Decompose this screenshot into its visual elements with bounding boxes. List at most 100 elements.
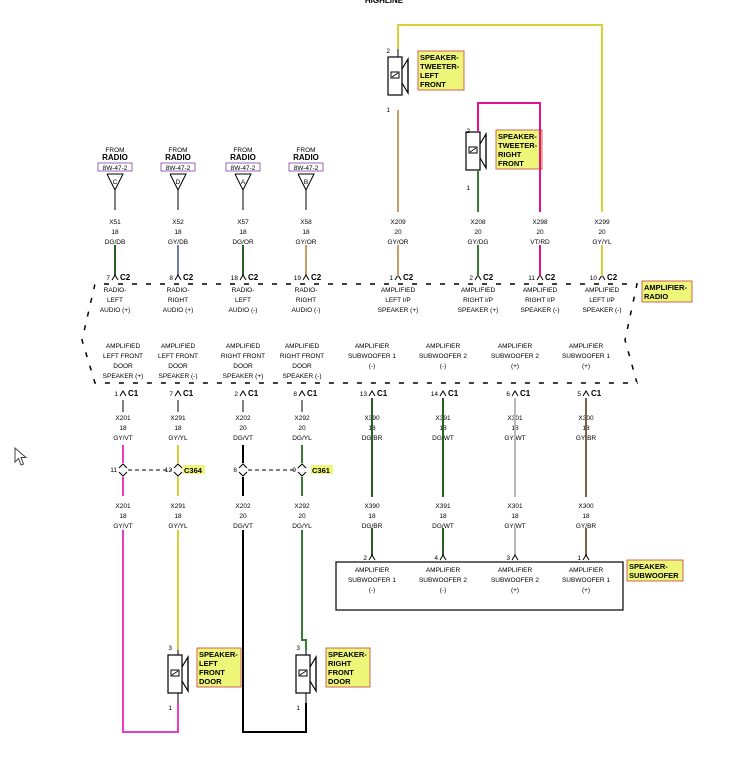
- amp-c1-pin-text: SUBWOOFER 2: [419, 353, 467, 360]
- c2-connector-conn: C2: [120, 273, 131, 282]
- door-right-label-text: RIGHT: [328, 659, 352, 668]
- radio-ref-label: 8W-47-2: [294, 165, 319, 172]
- amp-c2-pin-text: AUDIO (-): [292, 307, 321, 314]
- amplifier-label-box: [641, 280, 693, 303]
- c2-connector-cavity: 1: [389, 275, 393, 282]
- sub-lower-wire-info-text: DG/WT: [432, 523, 454, 530]
- amp-c2-pin-text: AUDIO (-): [229, 307, 258, 314]
- tweeter-right-label-box: [495, 129, 543, 170]
- door-speaker-left-icon-coil-mark: [171, 670, 179, 676]
- c361-chev-down: [238, 471, 248, 477]
- c1-connector-cavity: 6: [506, 391, 510, 398]
- c2-connector-conn: C2: [311, 273, 322, 282]
- amp-c2-pin-text: SPEAKER (-): [582, 307, 621, 314]
- c2-connector-cavity: 2: [469, 275, 473, 282]
- tweeter-left-label-text: FRONT: [420, 80, 446, 89]
- amp-c1-pin-text: LEFT FRONT: [158, 353, 198, 360]
- c2-connector-cavity: 19: [294, 275, 302, 282]
- amp-c1-pin-text: SPEAKER (+): [223, 373, 264, 380]
- c2-wire-info-text: GY/OR: [388, 239, 409, 246]
- amp-c1-pin-text: (+): [582, 363, 590, 370]
- c1-connector-cavity: 2: [234, 391, 238, 398]
- subwoofer-pin-text: (-): [369, 587, 376, 594]
- amp-c2-pin-text: RIGHT I/P: [525, 297, 555, 304]
- sub-lower-wire-info-text: 18: [368, 513, 376, 520]
- amp-c2-pin-text: AMPLIFIED: [381, 287, 416, 294]
- amp-c1-pin-text: SPEAKER (-): [282, 373, 321, 380]
- amp-c2-pin-text: SPEAKER (+): [458, 307, 499, 314]
- radio-wire-info-text: X52: [172, 219, 184, 226]
- c1-wire-info-text: 18: [119, 425, 127, 432]
- amplifier-label-text: AMPLIFIER-: [644, 283, 687, 292]
- c2-wire-info-text: 20: [394, 229, 402, 236]
- c1-connector-conn: C1: [591, 389, 602, 398]
- tweeter-left-label-text: TWEETER-: [420, 62, 460, 71]
- lower-wire-info-text: X201: [115, 503, 131, 510]
- amp-c2-pin-text: LEFT I/P: [385, 297, 411, 304]
- radio-name-label: RADIO: [102, 153, 128, 162]
- c2-connector-conn: C2: [607, 273, 618, 282]
- c2-connector-chevron: [174, 274, 182, 281]
- sub-lower-wire-info-text: 18: [439, 513, 447, 520]
- c2-connector-conn: C2: [545, 273, 556, 282]
- c1-connector-chevron: [368, 390, 376, 397]
- radio-wire-info-text: X57: [237, 219, 249, 226]
- c1-connector-chevron: [439, 390, 447, 397]
- sub-lower-wire-info-text: 18: [582, 513, 590, 520]
- diagram-title: HIGHLINE: [365, 0, 404, 5]
- c1-connector-conn: C1: [248, 389, 259, 398]
- c1-connector-conn: C1: [307, 389, 318, 398]
- lower-wire-info-text: DG/YL: [292, 523, 312, 530]
- subwoofer-pin-text: SUBWOOFER 2: [491, 577, 539, 584]
- c2-connector-chevron: [239, 274, 247, 281]
- radio-wire-info-text: DG/OR: [232, 239, 254, 246]
- c2-connector-cavity: 8: [169, 275, 173, 282]
- subwoofer-pin-cavity: 3: [506, 555, 510, 562]
- c364-chev-up: [118, 463, 128, 469]
- c1-connector-cavity: 8: [293, 391, 297, 398]
- radio-wire-info-text: GY/OR: [296, 239, 317, 246]
- amplifier-outline: [81, 283, 638, 384]
- sub-lower-wire-info-text: 18: [511, 513, 519, 520]
- amp-c1-pin-text: AMPLIFIER: [355, 343, 390, 350]
- door-right-pin-bottom: 1: [296, 705, 300, 712]
- door-left-pin-top: 3: [168, 645, 172, 652]
- sub-lower-wire-info-text: X301: [507, 503, 523, 510]
- amp-c2-pin-text: AMPLIFIED: [461, 287, 496, 294]
- amp-c1-pin-text: DOOR: [113, 363, 133, 370]
- mouse-pointer-icon: [14, 447, 28, 466]
- c1-connector-conn: C1: [520, 389, 531, 398]
- c2-wire-info-text: VT/RD: [530, 239, 550, 246]
- c1-wire-info-text: 18: [174, 425, 182, 432]
- radio-arrow: [106, 173, 124, 192]
- lower-wire-info-text: GY/VT: [113, 523, 133, 530]
- c1-connector-chevron: [298, 390, 306, 397]
- c361-label: C361: [312, 466, 330, 475]
- door-left-label-text: FRONT: [199, 668, 225, 677]
- amp-c1-pin-text: RIGHT FRONT: [221, 353, 265, 360]
- c1-connector-conn: C1: [128, 389, 139, 398]
- amp-c2-pin-text: RADIO-: [295, 287, 318, 294]
- amp-c1-pin-text: SUBWOOFER 1: [348, 353, 396, 360]
- subwoofer-pin-chevron: [439, 554, 447, 561]
- radio-from-label: FROM: [233, 147, 252, 154]
- lower-wire-info-text: 20: [298, 513, 306, 520]
- c2-wire-info-text: X299: [594, 219, 610, 226]
- radio-ref-label: 8W-47-2: [231, 165, 256, 172]
- c1-wire-info-text: 20: [239, 425, 247, 432]
- radio-wire-info-text: 18: [302, 229, 310, 236]
- tweeter-left-label-text: SPEAKER-: [420, 53, 459, 62]
- lower-wire-info-text: 18: [119, 513, 127, 520]
- radio-wire-info-text: 18: [239, 229, 247, 236]
- c1-connector-conn: C1: [377, 389, 388, 398]
- door-right-label-text: DOOR: [328, 677, 351, 686]
- amplifier-label-text: RADIO: [644, 292, 668, 301]
- subwoofer-pin-text: (+): [511, 587, 519, 594]
- c1-wire-info-text: X291: [170, 415, 186, 422]
- amp-c2-pin-text: AUDIO (+): [163, 307, 194, 314]
- c1-wire-info-text: GY/YL: [168, 435, 188, 442]
- amp-c2-pin-text: RADIO-: [232, 287, 255, 294]
- radio-arrow: [169, 173, 187, 192]
- amp-c2-pin-text: LEFT: [107, 297, 123, 304]
- door-left-label-box: [196, 647, 242, 688]
